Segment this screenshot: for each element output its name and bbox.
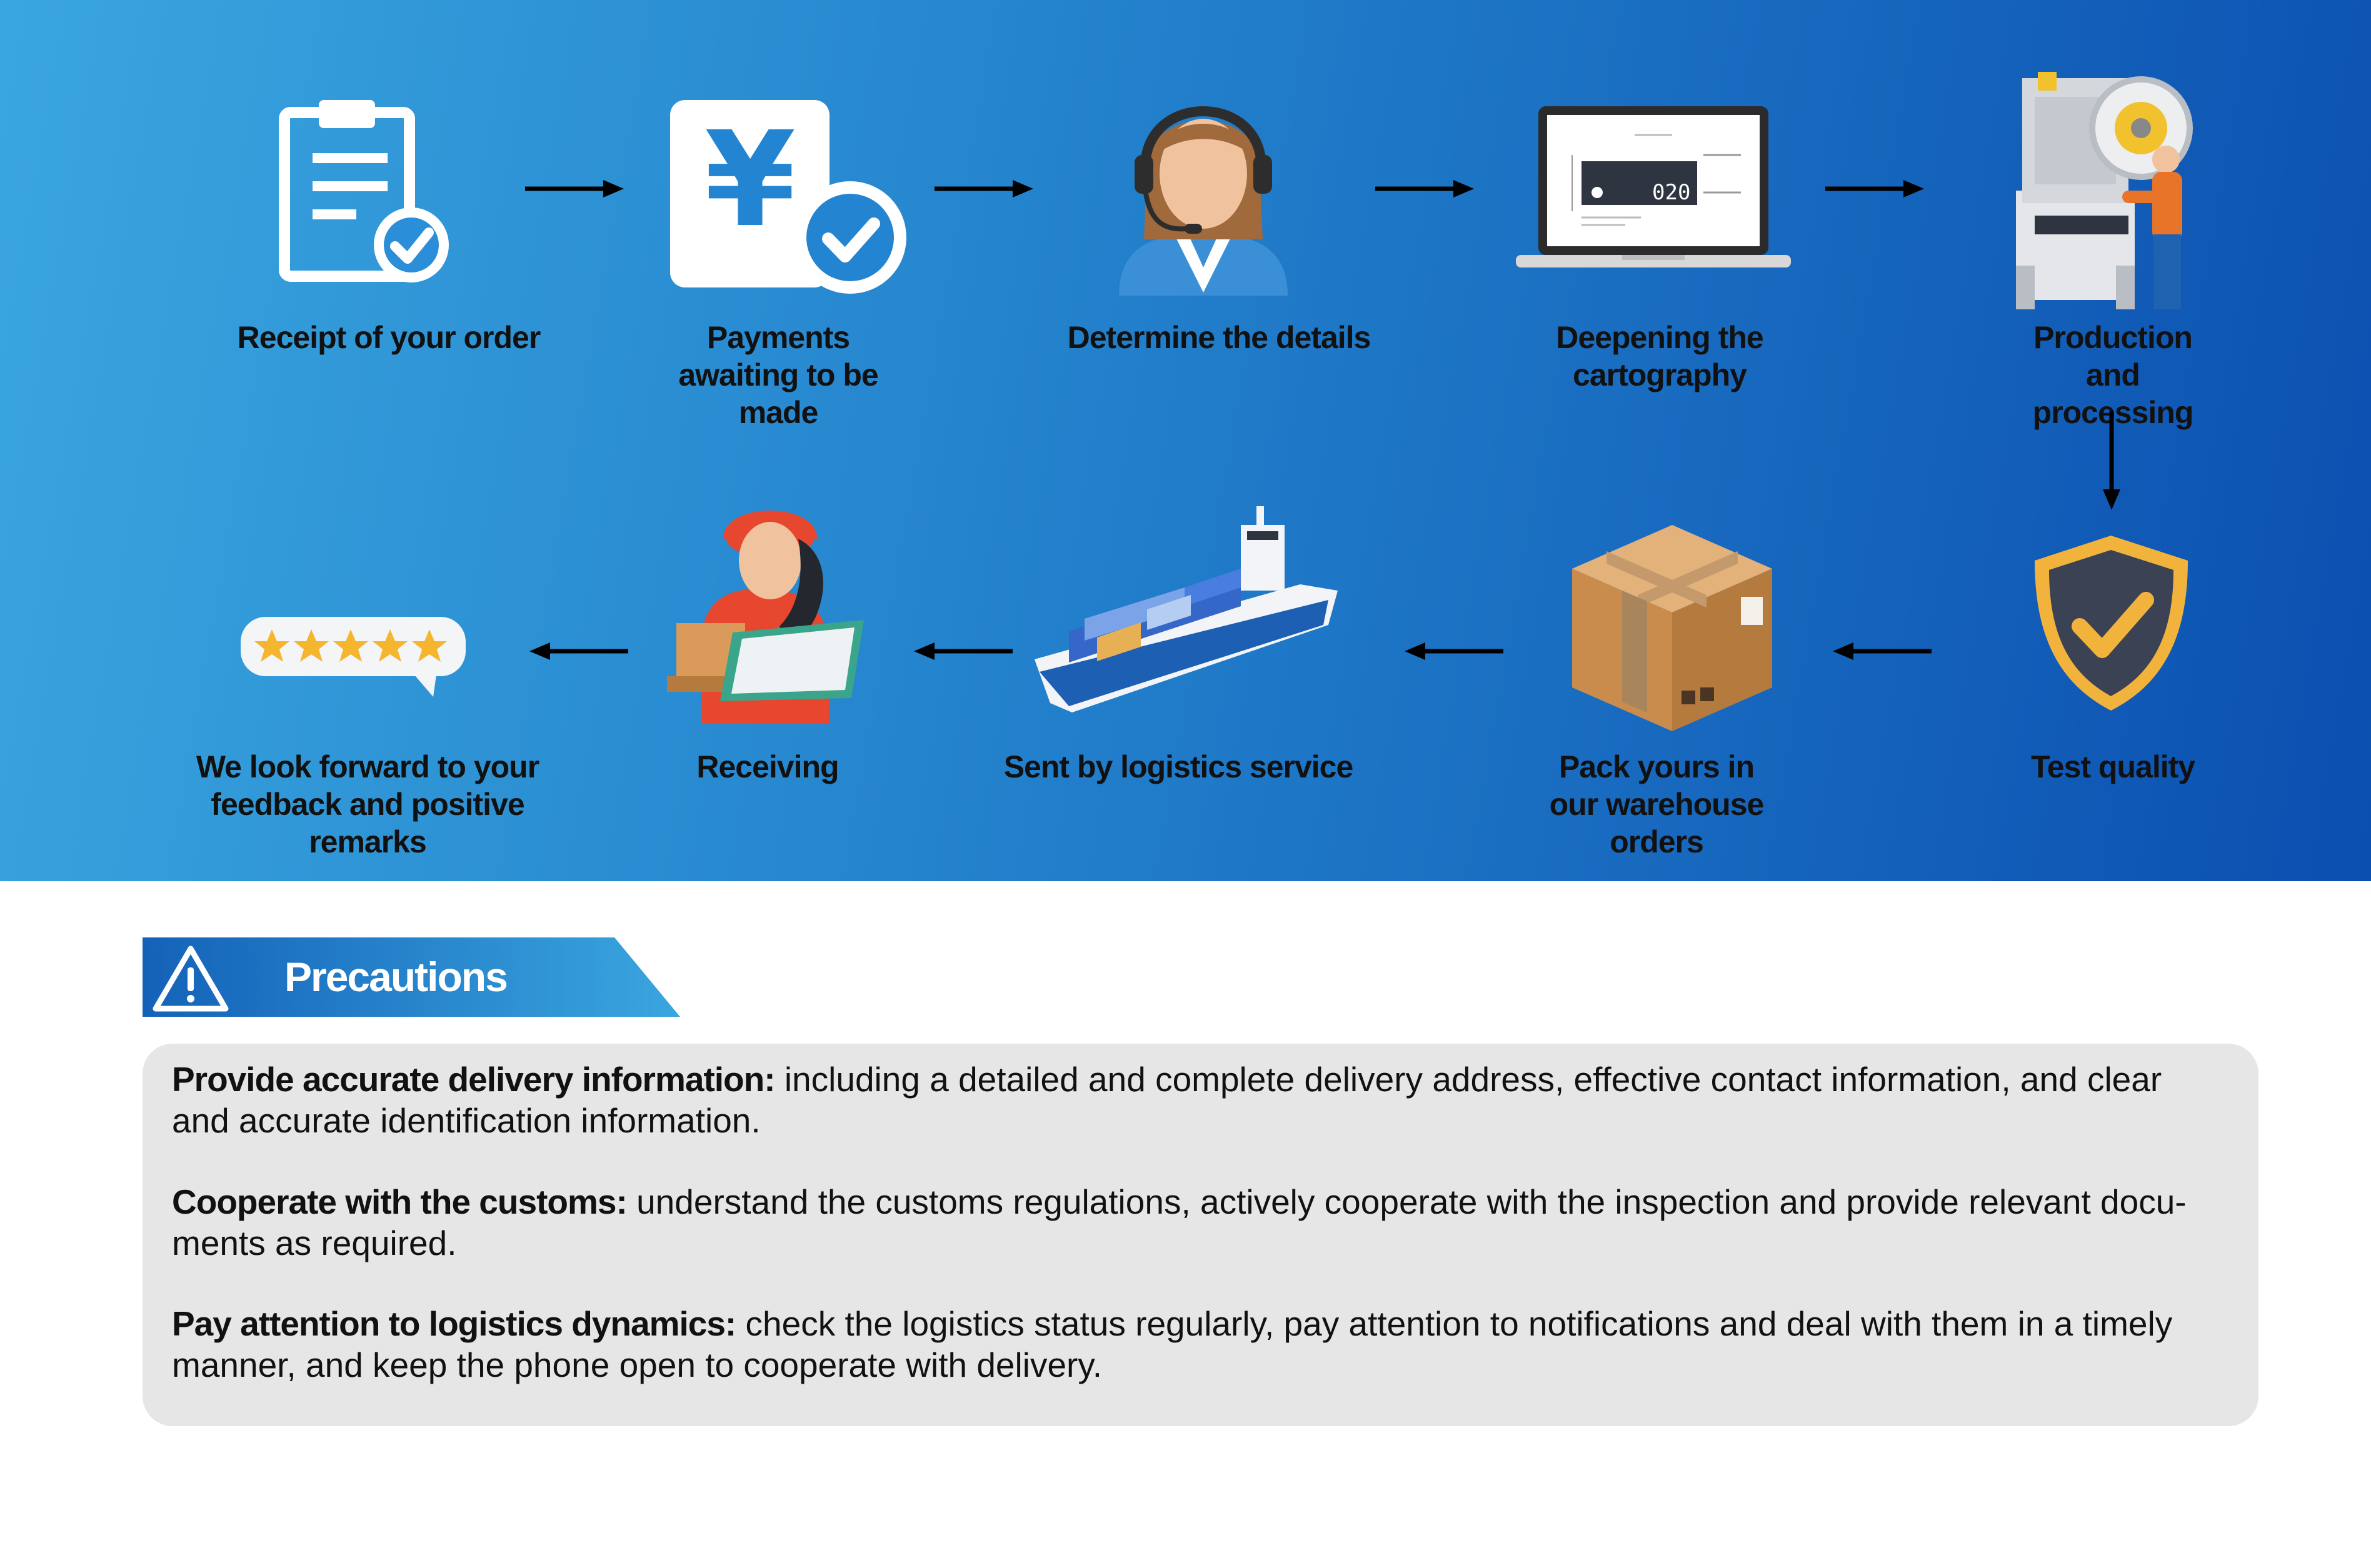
step-label-cartography: Deepening the cartography: [1556, 320, 1763, 392]
step-label-pack: Pack yours in our warehouse orders: [1549, 749, 1765, 859]
shield-check-icon: [2035, 536, 2188, 711]
arrow-left-icon: [914, 642, 1013, 660]
arrow-right-icon: [935, 180, 1033, 197]
precaution-text: including a detailed and complete delive…: [172, 1060, 2162, 1140]
step-label-receiving: Receiving: [696, 749, 839, 784]
precaution-item: Provide accurate delivery information: i…: [172, 1059, 2228, 1141]
process-banner: Receipt of your order ¥ Payments awaitin…: [0, 0, 2371, 881]
laptop-screen-readout: 020: [1652, 180, 1691, 205]
customer-service-agent-icon: [1119, 106, 1288, 296]
precautions-tab: [143, 937, 680, 1017]
step-label-logistics: Sent by logistics service: [1003, 749, 1354, 784]
step-label-quality: Test quality: [2030, 749, 2195, 784]
step-label-feedback: We look forward to your feedback and pos…: [196, 749, 539, 859]
arrow-left-icon: [1405, 642, 1503, 660]
arrow-right-icon: [525, 180, 624, 197]
arrow-left-icon: [529, 642, 628, 660]
warning-triangle-icon: [153, 946, 229, 1012]
machine-worker-icon: [2016, 72, 2193, 309]
svg-text:¥: ¥: [704, 103, 796, 256]
step-label-order: Receipt of your order: [237, 320, 541, 355]
precaution-item: Cooperate with the customs: understand t…: [172, 1181, 2228, 1264]
precautions-box: [143, 1044, 2258, 1426]
step-label-details: Determine the details: [1067, 320, 1371, 355]
clipboard-check-icon: [279, 100, 449, 282]
step-label-payments: Payments awaiting to be made: [678, 320, 878, 430]
arrow-right-icon: [1825, 180, 1924, 197]
precaution-title: Provide accurate delivery information:: [172, 1060, 776, 1099]
precaution-title: Pay attention to logistics dynamics:: [172, 1304, 736, 1343]
laptop-drawing-icon: 020: [1516, 105, 1791, 274]
arrow-left-icon: [1833, 642, 1932, 660]
yen-document-check-icon: ¥: [670, 100, 906, 294]
arrow-down-icon: [2103, 411, 2120, 510]
precaution-text: understand the customs regulations, acti…: [172, 1182, 2187, 1262]
precaution-text: check the logistics status regularly, pa…: [172, 1304, 2173, 1384]
precautions-title: Precautions: [284, 954, 508, 1000]
five-star-rating-icon: [241, 617, 466, 697]
cargo-ship-icon: [1035, 506, 1338, 712]
precaution-title: Cooperate with the customs:: [172, 1182, 628, 1221]
arrow-right-icon: [1375, 180, 1474, 197]
cardboard-box-icon: [1572, 525, 1772, 731]
delivery-person-icon: [667, 511, 864, 723]
precaution-item: Pay attention to logistics dynamics: che…: [172, 1303, 2228, 1386]
